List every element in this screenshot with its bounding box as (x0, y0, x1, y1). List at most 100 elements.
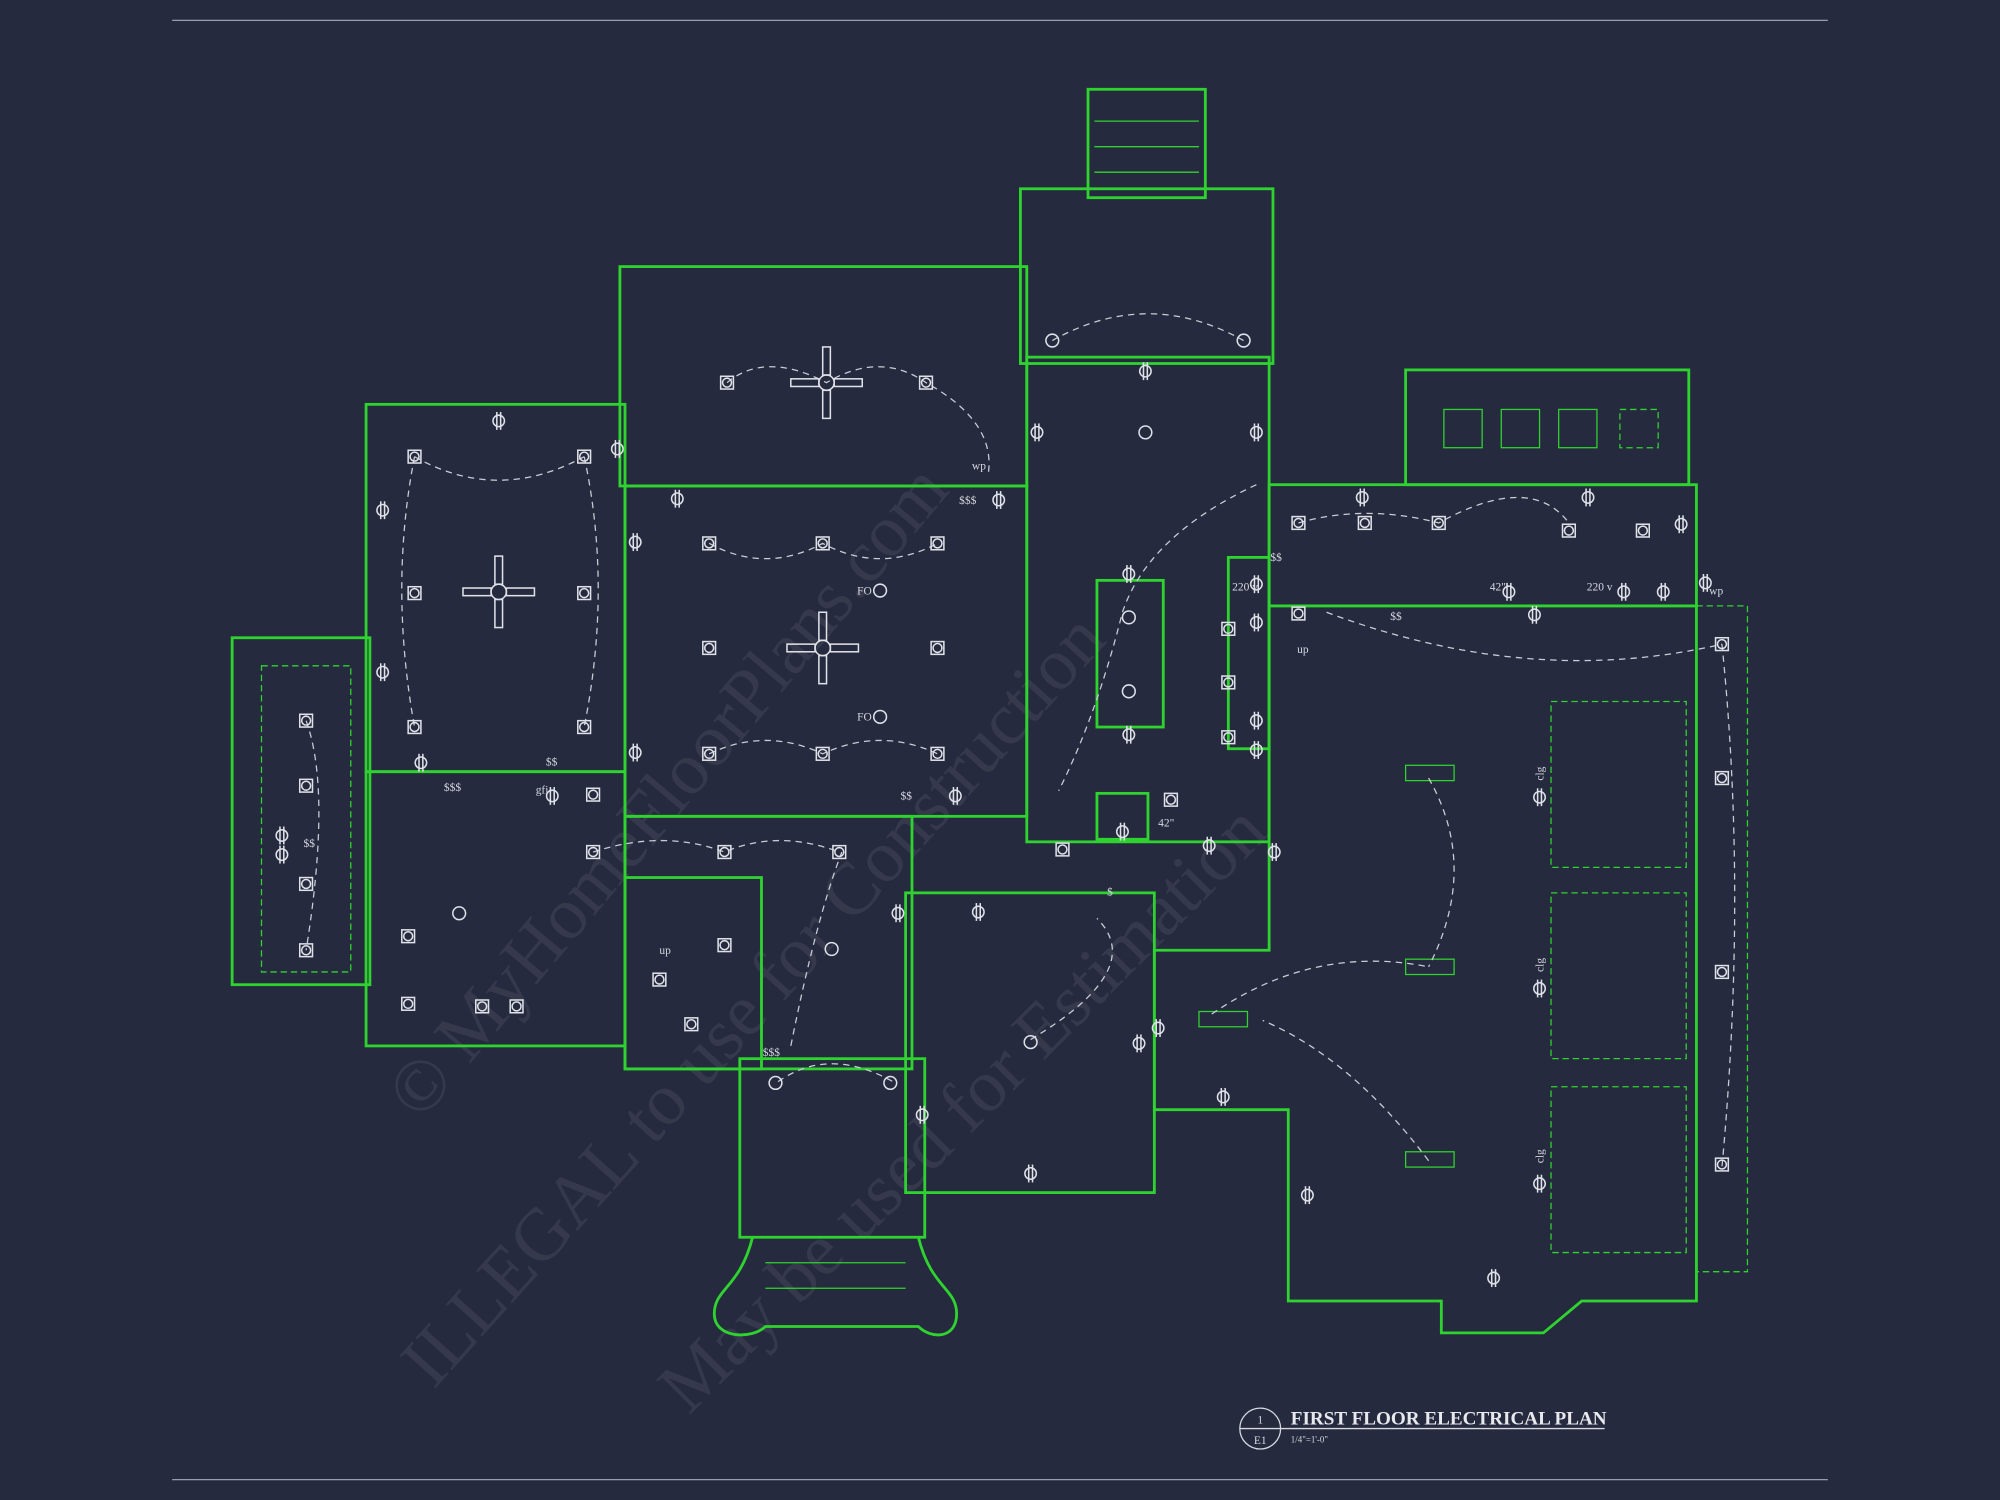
light-square (832, 844, 847, 860)
light-circle (1716, 638, 1728, 650)
room-closet-left (230, 636, 372, 987)
pendant-circle (824, 941, 839, 957)
recessed-light-icon (717, 938, 732, 953)
recessed-light-icon (407, 585, 422, 601)
outlet-circle (1533, 790, 1547, 804)
label-42in-2: 42" (1490, 582, 1506, 594)
detail-number: 1 (1257, 1414, 1263, 1426)
front-steps (712, 1236, 959, 1337)
outlet-icon (628, 533, 642, 552)
light-square (717, 844, 732, 860)
light-square (1357, 515, 1372, 531)
wire-run (401, 456, 416, 728)
recessed-light-icon (585, 844, 601, 860)
pendant-light-icon (1121, 684, 1136, 699)
light-circle (932, 748, 943, 760)
outlet-circle (915, 1108, 929, 1122)
light-square (577, 449, 592, 464)
light-circle (703, 642, 715, 654)
outlet-circle (992, 493, 1006, 507)
recessed-light-icon (298, 778, 314, 793)
light-circle (654, 974, 665, 985)
light-circle (721, 377, 733, 388)
label-wp-2: wp (1709, 585, 1723, 597)
ceiling-fan-icon (790, 346, 864, 420)
light-circle (1716, 966, 1728, 978)
walls (230, 87, 1749, 1337)
recessed-light-icon (684, 1017, 699, 1032)
light-circle (817, 748, 828, 760)
outlet-icon (1300, 1186, 1314, 1205)
light-circle (1293, 608, 1304, 619)
recessed-light-icon (719, 375, 735, 390)
light-circle (1359, 517, 1371, 529)
pendant-circle (883, 1075, 898, 1091)
outlet-circle (628, 535, 642, 549)
light-square (474, 999, 490, 1014)
recessed-light-icon (407, 449, 422, 464)
recessed-light-icon (717, 844, 732, 860)
light-circle (686, 1019, 697, 1030)
recessed-light-icon (1431, 515, 1446, 531)
light-circle (300, 780, 312, 791)
outlet-icon (1202, 836, 1216, 855)
light-circle (834, 846, 845, 858)
light-square (930, 536, 945, 551)
wiring (305, 313, 1736, 1168)
outlet-circle (1355, 490, 1369, 504)
recessed-light-icon (474, 999, 490, 1014)
pendant-circle (1138, 425, 1153, 440)
title-block: 1 E1 FIRST FLOOR ELECTRICAL PLAN 1/4"=1'… (1239, 1407, 1607, 1450)
outlet-circle (1300, 1188, 1314, 1202)
storage-unit (1443, 408, 1483, 449)
outlet-icon (1533, 788, 1547, 807)
outlet-icon (1132, 1034, 1146, 1053)
recessed-light-icon (702, 640, 717, 656)
outlet-icon (492, 411, 506, 430)
recessed-light-icon (930, 746, 945, 761)
recessed-light-icon (1714, 1157, 1730, 1172)
light-square (577, 719, 592, 735)
outlet-icon (1122, 565, 1136, 583)
outlet-icon (275, 826, 289, 845)
light-circle (1637, 525, 1649, 536)
fan-blade (818, 654, 828, 685)
outlet-circle (1533, 1177, 1547, 1191)
outlet-icon (1487, 1269, 1501, 1287)
wire-run (1051, 313, 1244, 342)
pendant-circle (1023, 1034, 1038, 1050)
garage-light-fixture (1404, 1151, 1455, 1168)
pendant-circle (1121, 610, 1136, 625)
label-up-2: up (1297, 644, 1309, 656)
outlet-circle (1249, 425, 1263, 439)
pendant-light-icon (1236, 333, 1251, 348)
recessed-light-icon (1055, 842, 1070, 857)
pendant-light-icon (883, 1075, 898, 1091)
pendant-light-icon (1045, 333, 1060, 348)
wire-run (1298, 496, 1570, 524)
outlet-circle (1533, 982, 1547, 996)
light-circle (476, 1001, 488, 1012)
light-square (652, 972, 667, 987)
room-storage (1404, 368, 1691, 487)
outlet-icon (992, 491, 1006, 509)
outlet-icon (1138, 362, 1152, 381)
pendant-light-icon (1023, 1034, 1038, 1050)
outlet-icon (1581, 488, 1595, 507)
light-square (1714, 770, 1730, 786)
recessed-light-icon (1291, 515, 1306, 531)
outlet-circle (1249, 615, 1263, 629)
outlet-icon (891, 904, 905, 923)
pendant-light-icon (768, 1075, 783, 1091)
outlet-circle (628, 746, 642, 760)
outlet-icon (1355, 488, 1369, 507)
outlet-icon (1216, 1088, 1230, 1106)
switch-label: $$ (901, 790, 913, 803)
outlet-icon (1533, 1174, 1547, 1193)
fan-blade (505, 587, 536, 597)
wire-run (777, 1063, 894, 1083)
light-square (401, 996, 416, 1011)
outlet-icon (1674, 515, 1688, 534)
light-circle (300, 715, 312, 726)
kitchen-cabinet (1095, 791, 1150, 841)
